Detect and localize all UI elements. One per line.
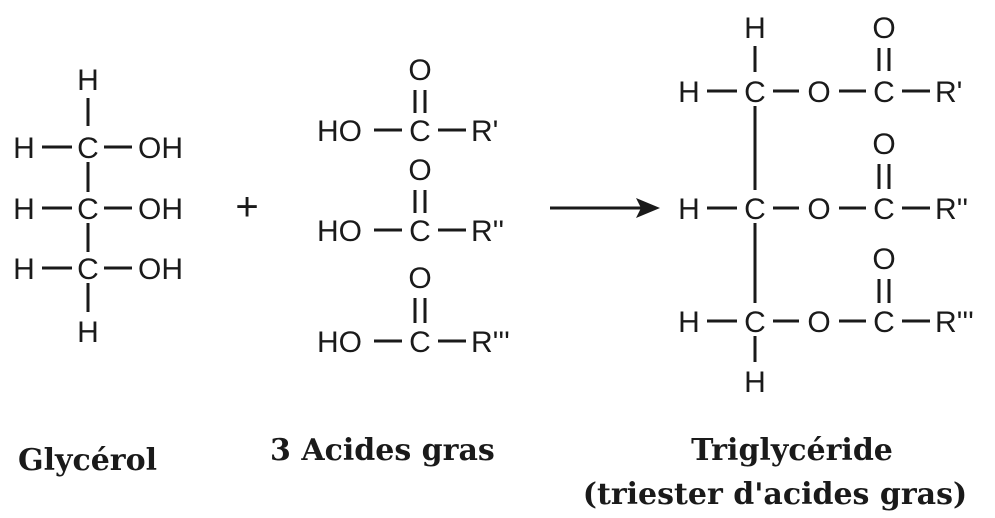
glycerol-oh-1: OH	[138, 132, 183, 165]
trig-h-2: H	[678, 193, 700, 226]
glycerol-h-bottom: H	[77, 316, 99, 349]
glycerol-c-1: C	[77, 132, 99, 165]
trig-o-2: O	[807, 193, 830, 226]
caption-fatty-acids: 3 Acides gras	[270, 433, 495, 468]
trig-c2-2: C	[873, 193, 895, 226]
acid-3-c: C	[409, 326, 431, 359]
caption-triglyceride: Triglycéride	[691, 433, 893, 468]
acid-1-c: C	[409, 115, 431, 148]
acid-1-o: O	[408, 54, 431, 87]
glycerol-h-1: H	[13, 132, 35, 165]
acid-2-ho: HO	[317, 215, 362, 248]
reaction-arrow-head	[636, 198, 660, 218]
glycerol-h-3: H	[13, 253, 35, 286]
trig-c2-1: C	[873, 76, 895, 109]
trig-r-1: R'	[935, 76, 962, 109]
acid-3-r: R'''	[471, 326, 510, 359]
acid-3-o: O	[408, 262, 431, 295]
trig-c1-1: C	[744, 76, 766, 109]
glycerol-oh-2: OH	[138, 193, 183, 226]
trig-r-3: R'''	[935, 306, 974, 339]
triglyceride-molecule: H O H C O C R' O H C O C R'' O H	[678, 12, 974, 399]
trig-h-top: H	[744, 12, 766, 45]
trig-o-3: O	[807, 306, 830, 339]
trig-o-1: O	[807, 76, 830, 109]
acid-2-c: C	[409, 215, 431, 248]
trig-o-top-1: O	[872, 12, 895, 45]
caption-glycerol: Glycérol	[18, 443, 157, 478]
reaction-arrow-icon	[550, 198, 660, 218]
acid-1-r: R'	[471, 115, 498, 148]
glycerol-h-2: H	[13, 193, 35, 226]
plus-sign: +	[235, 185, 258, 229]
trig-h-bottom: H	[744, 366, 766, 399]
trig-c2-3: C	[873, 306, 895, 339]
trig-r-2: R''	[935, 193, 968, 226]
caption-triglyceride-subtitle: (triester d'acides gras)	[583, 477, 967, 512]
glycerol-c-2: C	[77, 193, 99, 226]
trig-c1-2: C	[744, 193, 766, 226]
glycerol-molecule: H H C OH H C OH H C OH H	[13, 64, 183, 349]
trig-h-1: H	[678, 76, 700, 109]
glycerol-oh-3: OH	[138, 253, 183, 286]
trig-c1-3: C	[744, 306, 766, 339]
trig-o-top-2: O	[872, 128, 895, 161]
glycerol-c-3: C	[77, 253, 99, 286]
trig-o-top-3: O	[872, 243, 895, 276]
acid-2-o: O	[408, 154, 431, 187]
acid-1-ho: HO	[317, 115, 362, 148]
acid-2-r: R''	[471, 215, 504, 248]
acid-3-ho: HO	[317, 326, 362, 359]
glycerol-h-top: H	[77, 64, 99, 97]
trig-h-3: H	[678, 306, 700, 339]
fatty-acids: O HO C R' O HO C R'' O HO C R'''	[317, 54, 510, 359]
